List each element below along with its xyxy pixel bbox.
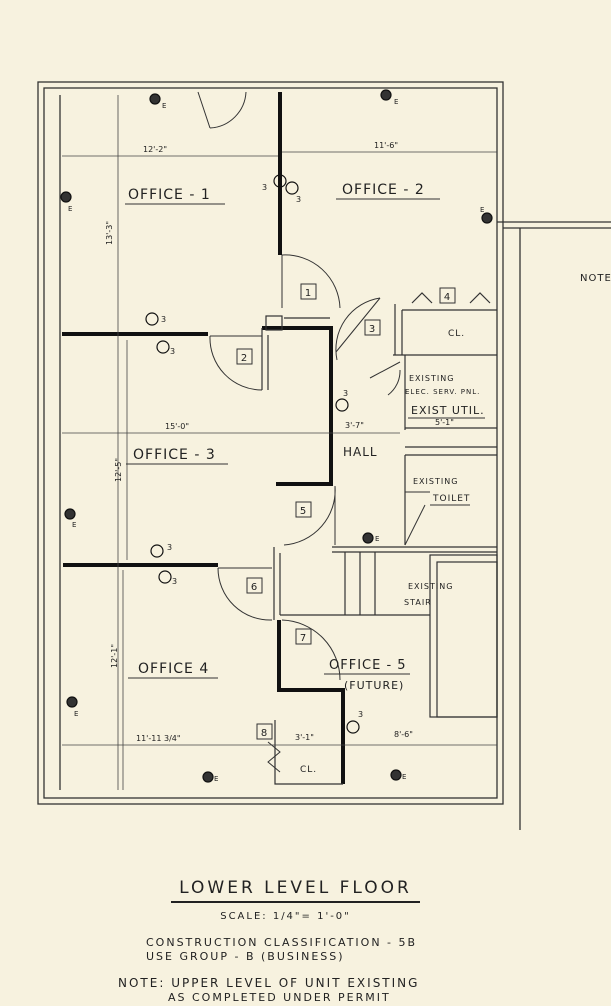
outlet-icon [481,212,493,224]
outlet-tag: 3 [170,347,175,356]
room-label-office-3: OFFICE - 3 [133,447,216,463]
outlet-icon [362,532,374,544]
outlet-e-label: E [214,775,218,783]
outlet-icon [346,720,360,734]
door-tag: 2 [241,353,247,364]
outlet-tag: 3 [296,195,301,204]
dim-util-width: 5'-1" [435,418,454,427]
construction-classification: CONSTRUCTION CLASSIFICATION - 5B [146,936,418,949]
outlet-e-label: E [394,98,398,106]
outlet-tag: 3 [358,710,363,719]
door-tag: 1 [305,288,311,299]
outlet-icon [64,508,76,520]
note-line-1: NOTE: UPPER LEVEL OF UNIT EXISTING [118,976,420,990]
door-tags: 1 2 3 4 5 6 7 8 [241,288,450,739]
outlet-e-label: E [375,535,379,543]
room-label-office-1: OFFICE - 1 [128,187,211,203]
outlet-e-label: E [162,102,166,110]
label-existing-toilet-2: TOILET [432,494,470,504]
door-tag: 3 [369,324,375,335]
room-label-office-5-future: (FUTURE) [344,679,404,692]
dim-office-3-height: 12'-5" [114,458,123,482]
room-label-closet: CL. [448,329,465,339]
outlet-icon [145,312,159,326]
outlets [60,89,493,783]
outlet-e-label: E [68,205,72,213]
outlet-icon [285,181,299,195]
outlet-e-label: E [72,521,76,529]
door-tag: 4 [444,292,450,303]
room-label-office-4: OFFICE 4 [138,661,209,677]
dim-hall-width: 3'-7" [345,421,364,430]
outlet-e-label: E [74,710,78,718]
room-labels: OFFICE - 1 OFFICE - 2 OFFICE - 3 OFFICE … [125,182,485,775]
dim-office-2-width: 11'-6" [374,141,398,150]
exterior-walls [37,81,611,830]
outlet-tag: 3 [172,577,177,586]
door-tag-boxes [236,283,456,740]
outlet-icon [60,191,72,203]
label-existing-stair-2: STAIR [404,598,432,607]
drawing-title: LOWER LEVEL FLOOR [171,878,420,903]
dimension-labels: 12'-2" 11'-6" 13'-3" 15'-0" 3'-7" 5'-1" … [105,141,454,743]
door-tag: 7 [300,633,306,644]
outlet-icon [66,696,78,708]
floor-plan: E E E E E E E E E 3 3 3 3 3 3 3 3 1 2 3 … [37,81,611,830]
label-existing-toilet: EXISTING [413,477,458,486]
outlet-icon [150,544,164,558]
outlet-e-labels: E E E E E E E E E [68,98,484,783]
room-label-office-5: OFFICE - 5 [329,658,407,673]
label-electric-panel-2: ELEC. SERV. PNL. [405,388,480,396]
room-label-hall: HALL [343,445,378,459]
outlet-icon [156,340,170,354]
existing-partitions [261,292,498,785]
outlet-e-label: E [402,773,406,781]
outlet-tag: 3 [343,389,348,398]
dim-office-5-width: 8'-6" [394,730,413,739]
drawing-scale: SCALE: 1/4"= 1'-0" [220,911,351,922]
note-line-2: AS COMPLETED UNDER PERMIT [168,991,391,1004]
room-label-closet-bottom: CL. [300,765,317,775]
outlet-tag: 3 [161,315,166,324]
outlet-e-label: E [480,206,484,214]
outlet-icon [390,769,402,781]
dim-office-3-width: 15'-0" [165,422,189,431]
room-label-office-2: OFFICE - 2 [342,182,425,198]
dim-office-1-width: 12'-2" [143,145,167,154]
door-swings [197,91,430,773]
outlet-icon [202,771,214,783]
dim-closet-width: 3'-1" [295,733,314,742]
outlet-icon [273,174,287,188]
dim-office-4-height: 12'-1" [110,644,119,668]
outlet-icon [380,89,392,101]
dim-office-1-height: 13'-3" [105,221,114,245]
outlet-icon [149,93,161,105]
outlet-icon [335,398,349,412]
dim-office-4-width: 11'-11 3/4" [136,734,181,743]
door-tag: 8 [261,728,267,739]
dimension-lines [62,95,497,790]
door-tag: 5 [300,506,306,517]
outlet-tag: 3 [262,183,267,192]
label-electric-panel: EXISTING [409,374,454,383]
outlet-tags: 3 3 3 3 3 3 3 3 [161,183,363,719]
new-partitions [62,92,345,784]
edge-note: NOTE [580,273,611,284]
label-existing-stair: EXISTING [408,582,453,591]
title-block: LOWER LEVEL FLOOR SCALE: 1/4"= 1'-0" [0,878,611,922]
room-label-exist-util: EXIST UTIL. [411,404,485,417]
door-tag: 6 [251,582,257,593]
use-group: USE GROUP - B (BUSINESS) [146,950,345,963]
outlet-icon [158,570,172,584]
outlet-tag: 3 [167,543,172,552]
